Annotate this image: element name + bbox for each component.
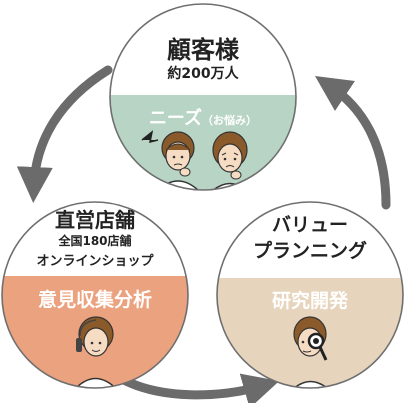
operator-woman-illustration [68,316,124,388]
stores-title: 直営店舗 [55,208,135,232]
planning-band-label: 研究開発 [271,290,348,312]
planning-title-line2: プランニング [252,240,367,262]
stores-circle [1,201,189,389]
customers-band-label-row: ニーズ（お悩み） [110,104,296,130]
planning-title-line1: バリュー [271,214,348,236]
researcher-illustration [283,316,339,388]
customers-title: 顧客様 [167,36,239,64]
stores-online: オンラインショップ [36,254,154,269]
arrow-planning-to-customers [315,76,391,210]
customers-count: 約200万人 [167,66,239,82]
customers-band-label: ニーズ [148,108,203,129]
worried-woman-illustration [154,131,202,190]
arrow-stores-to-planning [115,373,280,407]
stores-count: 全国180店舗 [58,234,132,248]
stores-band-label: 意見収集分析 [37,289,152,311]
arrow-customers-to-stores [16,65,113,203]
customers-band-label-small: （お悩み） [202,114,258,127]
worry-mark-icon [141,130,159,144]
